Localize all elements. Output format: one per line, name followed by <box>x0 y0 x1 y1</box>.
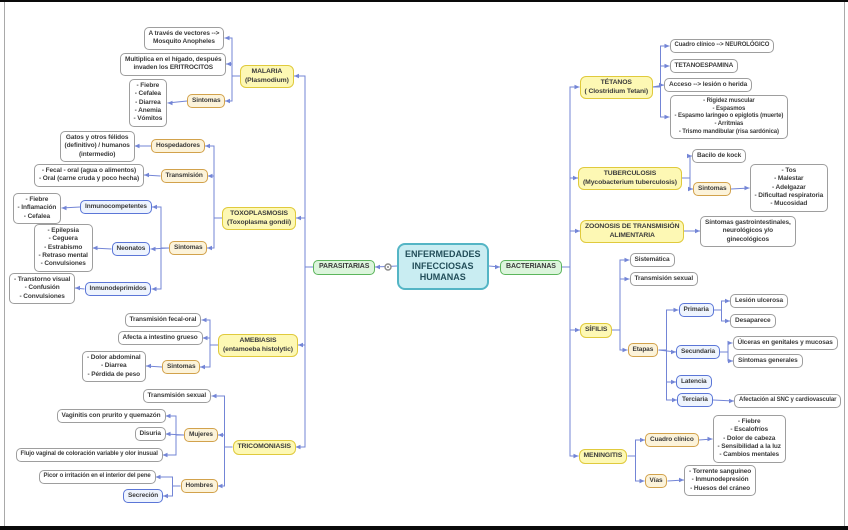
node-sif-terc[interactable]: Terciaria <box>677 393 713 408</box>
node-parasitarias[interactable]: PARASITARIAS <box>313 260 376 275</box>
node-ameb-transm[interactable]: Transmisión fecal-oral <box>124 313 202 328</box>
node-tb-toslist[interactable]: - Tos - Malestar - Adelgazar - Dificulta… <box>749 164 829 212</box>
node-toxo-sint[interactable]: Sintomas <box>169 241 208 256</box>
node-trico-homb[interactable]: Hombres <box>180 479 218 494</box>
node-toxo-gatos[interactable]: Gatos y otros félidos (definitivo) / hum… <box>59 131 135 162</box>
node-mal-sintlist[interactable]: - Fiebre - Cefalea - Diarrea - Anemia - … <box>128 79 168 127</box>
node-men-cuadro[interactable]: Cuadro clínico <box>645 433 699 448</box>
node-sif-secun[interactable]: Secundaria <box>676 345 721 360</box>
node-bacterianas[interactable]: BACTERIANAS <box>500 260 562 275</box>
node-trico-disuria[interactable]: Disuria <box>134 427 166 442</box>
node-malaria[interactable]: MALARIA (Plasmodium) <box>240 65 294 89</box>
node-sif-sistem[interactable]: Sistemática <box>629 253 675 268</box>
node-toxo-transm[interactable]: Transmisión <box>160 169 208 184</box>
node-toxo-fecal[interactable]: - Fecal - oral (agua o alimentos) - Oral… <box>34 164 145 187</box>
right-page-border <box>844 2 845 526</box>
node-trico-transex[interactable]: Transmisión sexual <box>142 389 212 404</box>
node-men-vias[interactable]: Vías <box>644 474 668 489</box>
node-mening[interactable]: MENINGITIS <box>578 449 628 464</box>
node-central[interactable]: ENFERMEDADES INFECCIOSAS HUMANAS <box>397 243 489 290</box>
node-sif-lesion[interactable]: Lesión ulcerosa <box>730 294 788 309</box>
node-trico-vagin[interactable]: Vaginitis con prurito y quemazón <box>56 409 166 424</box>
node-mal-higado[interactable]: Multiplica en el hígado, después invaden… <box>120 53 227 76</box>
node-trico-picor[interactable]: Picor o irritación en el interior del pe… <box>38 470 156 484</box>
node-tetanos[interactable]: TÉTANOS ( Clostridium Tetani) <box>579 76 653 100</box>
node-sif-sintgen[interactable]: Síntomas generales <box>733 354 803 369</box>
node-sif-desap[interactable]: Desaparece <box>730 314 776 329</box>
node-sif-ulceras[interactable]: Úlceras en genitales y mucosas <box>732 336 838 351</box>
node-toxo-inmunoc[interactable]: Inmunocompetentes <box>80 200 152 215</box>
node-men-fiebrelist[interactable]: - Fiebre - Escalofríos - Dolor de cabeza… <box>712 415 786 463</box>
top-border-bar <box>0 0 848 2</box>
node-mal-sintomas[interactable]: Sintomas <box>187 94 226 109</box>
node-sif-transex[interactable]: Transmisión sexual <box>629 272 699 287</box>
node-tet-espamina[interactable]: TETANOESPAMINA <box>669 59 739 74</box>
left-page-border <box>4 2 5 526</box>
node-toxo-fiebre[interactable]: - Fiebre - Inflamación - Cefalea <box>12 193 62 224</box>
node-mal-vector[interactable]: A través de vectores --> Mosquito Anophe… <box>143 27 225 50</box>
node-trico-muj[interactable]: Mujeres <box>184 428 218 443</box>
node-tet-cuadro[interactable]: Cuadro clínico --> NEUROLÓGICO <box>669 39 775 53</box>
node-ameb[interactable]: AMEBIASIS (entamoeba histolytic) <box>218 334 298 358</box>
node-tb[interactable]: TUBERCULOSIS (Mycobacterium tuberculosis… <box>578 167 682 191</box>
node-sif-afect[interactable]: Afectación al SNC y cardiovascular <box>734 394 842 408</box>
node-zoo-sint[interactable]: Síntomas gastrointestinales, neurológico… <box>700 216 796 247</box>
node-sif-etapas[interactable]: Etapas <box>627 343 659 358</box>
collapse-toggle-dot <box>387 266 389 268</box>
node-ameb-afecta[interactable]: Afecta a intestino grueso <box>117 331 203 346</box>
node-tb-bacilo[interactable]: Bacilo de kock <box>692 149 747 164</box>
node-men-torrente[interactable]: - Torrente sanguíneo - Inmunodepresión -… <box>684 465 757 496</box>
node-tet-acceso[interactable]: Acceso --> lesión o herida <box>664 78 753 93</box>
node-ameb-sint[interactable]: Sintomas <box>162 360 201 375</box>
node-sifilis[interactable]: SÍFILIS <box>580 323 613 338</box>
node-toxo-hosped[interactable]: Hospedadores <box>151 139 205 154</box>
node-toxo-epilist[interactable]: - Epilepsia - Ceguera - Estrabismo - Ret… <box>33 224 93 272</box>
node-toxo-translist[interactable]: - Transtorno visual - Confusión - Convul… <box>9 273 76 304</box>
node-tb-sint[interactable]: Sintomas <box>693 182 732 197</box>
node-sif-latencia[interactable]: Latencia <box>676 375 712 390</box>
node-ameb-sintlist[interactable]: - Dolor abdominal - Diarrea - Pérdida de… <box>82 351 146 382</box>
node-toxo[interactable]: TOXOPLASMOSIS (Toxoplasma gondii) <box>222 207 297 231</box>
bottom-border-bar <box>0 526 848 530</box>
node-sif-prim[interactable]: Primaria <box>678 303 714 318</box>
node-trico-secr[interactable]: Secreción <box>123 489 164 504</box>
node-tet-rigidez[interactable]: - Rigidez muscular - Espasmos - Espasmo … <box>669 95 789 140</box>
node-trico[interactable]: TRICOMONIASIS <box>232 440 296 455</box>
node-trico-flujo[interactable]: Flujo vaginal de coloración variable y o… <box>15 448 163 462</box>
node-zoo[interactable]: ZOONOSIS DE TRANSMISIÓN ALIMENTARIA <box>580 220 685 244</box>
node-toxo-neon[interactable]: Neonatos <box>111 242 151 257</box>
node-toxo-inmunod[interactable]: Inmunodeprimidos <box>84 282 152 297</box>
